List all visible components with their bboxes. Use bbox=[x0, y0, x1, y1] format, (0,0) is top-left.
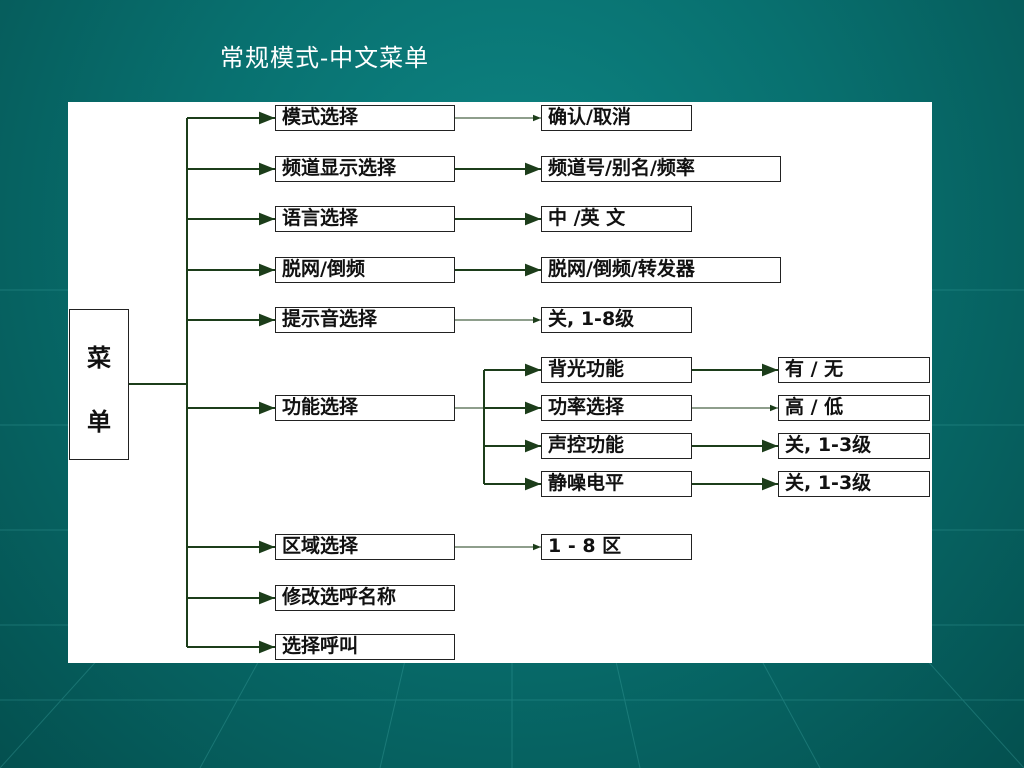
level1-select-call: 选择呼叫 bbox=[275, 634, 455, 660]
root-char-2: 单 bbox=[87, 408, 111, 436]
menu-diagram: 菜 单 模式选择 频道显示选择 语言选择 脱网/倒频 提示音选择 功能选择 区域… bbox=[68, 102, 932, 663]
level2-vox: 声控功能 bbox=[541, 433, 692, 459]
level2-power: 功率选择 bbox=[541, 395, 692, 421]
level2-channel-display-opt: 频道号/别名/频率 bbox=[541, 156, 781, 182]
level1-language: 语言选择 bbox=[275, 206, 455, 232]
level1-prompt-tone: 提示音选择 bbox=[275, 307, 455, 333]
level1-offline: 脱网/倒频 bbox=[275, 257, 455, 283]
level1-mode: 模式选择 bbox=[275, 105, 455, 131]
level1-channel-display: 频道显示选择 bbox=[275, 156, 455, 182]
level2-backlight: 背光功能 bbox=[541, 357, 692, 383]
level3-backlight-opt: 有 / 无 bbox=[778, 357, 930, 383]
level3-vox-opt: 关, 1-3级 bbox=[778, 433, 930, 459]
level1-function: 功能选择 bbox=[275, 395, 455, 421]
level2-zone-opt: 1 - 8 区 bbox=[541, 534, 692, 560]
level2-offline-opt: 脱网/倒频/转发器 bbox=[541, 257, 781, 283]
connector-lines bbox=[129, 111, 778, 654]
level2-prompt-tone-opt: 关, 1-8级 bbox=[541, 307, 692, 333]
root-char-1: 菜 bbox=[87, 344, 111, 372]
page-title: 常规模式-中文菜单 bbox=[220, 44, 430, 72]
level1-zone: 区域选择 bbox=[275, 534, 455, 560]
level2-language-opt: 中 /英 文 bbox=[541, 206, 692, 232]
level2-mode-opt: 确认/取消 bbox=[541, 105, 692, 131]
level3-squelch-opt: 关, 1-3级 bbox=[778, 471, 930, 497]
level3-power-opt: 高 / 低 bbox=[778, 395, 930, 421]
root-menu-box: 菜 单 bbox=[69, 309, 129, 460]
level1-modify-name: 修改选呼名称 bbox=[275, 585, 455, 611]
level2-squelch: 静噪电平 bbox=[541, 471, 692, 497]
